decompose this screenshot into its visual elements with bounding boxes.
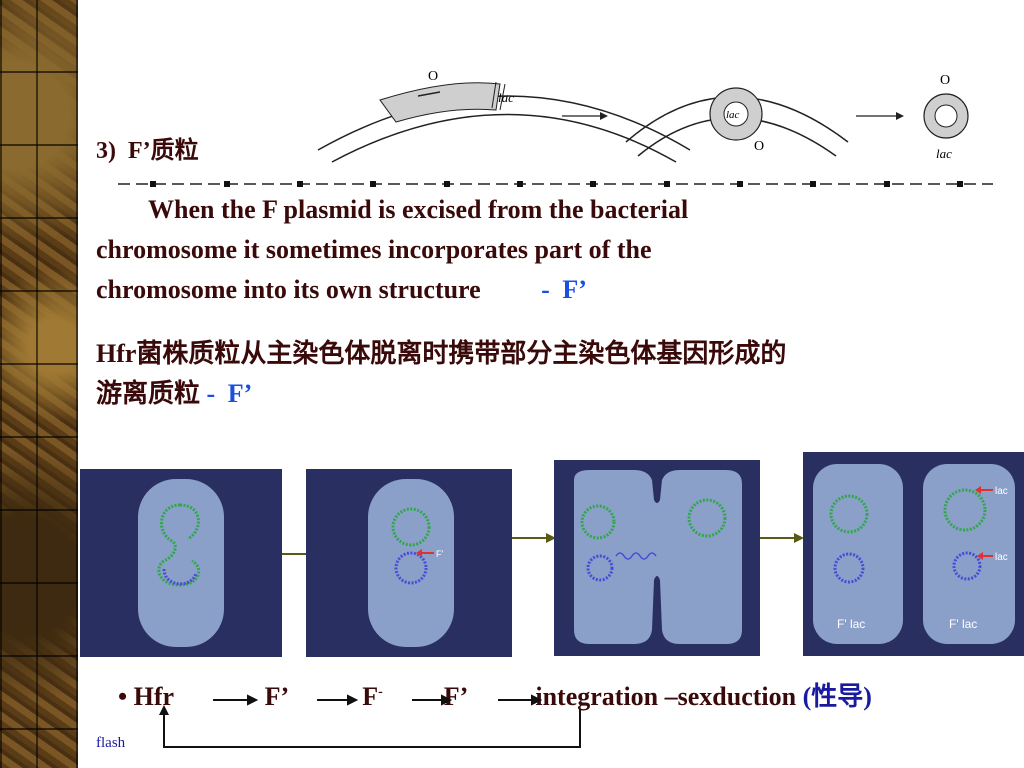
chinese-line-1: Hfr菌株质粒从主染色体脱离时携带部分主染色体基因形成的 — [96, 339, 787, 368]
heading-number: 3) — [96, 138, 116, 164]
cell-caption-1: F' lac — [837, 617, 865, 631]
english-fprime: F’ — [562, 275, 587, 304]
chinese-dash: - — [206, 379, 216, 408]
flash-link[interactable]: flash — [96, 735, 126, 751]
bacterial-cell — [138, 479, 224, 647]
cell-caption-2: F' lac — [949, 617, 977, 631]
arrow-icon — [600, 112, 608, 120]
heading-label: F’质粒 — [128, 138, 199, 164]
arrow-icon — [896, 112, 904, 120]
bullet-hfr: Hfr — [133, 682, 174, 711]
bullet-fminus-sup: - — [378, 684, 383, 700]
sexduction-bullet: • Hfr F’ F- F’ integration –sexduction (… — [118, 676, 872, 713]
chinese-fprime: F’ — [227, 379, 253, 408]
panel-excision-cell: F' — [306, 469, 512, 657]
section-heading: 3) F’质粒 — [96, 130, 199, 165]
diagram-o-label: O — [428, 69, 438, 84]
bullet-xingdao: (性导) — [802, 682, 872, 711]
english-line-1: When the F plasmid is excised from the b… — [148, 195, 689, 224]
arrow-icon — [760, 533, 804, 543]
diagram-lac-label-2: lac — [726, 109, 740, 121]
english-line-3: chromosome into its own structure — [96, 275, 481, 304]
bullet-fprime-1: F’ — [264, 682, 288, 711]
english-paragraph: When the F plasmid is excised from the b… — [96, 190, 996, 310]
fprime-marker: F' — [436, 549, 443, 559]
diagram-lac-label: lac — [498, 90, 514, 105]
sexduction-arrows — [159, 694, 581, 748]
arrow-icon — [417, 91, 441, 97]
lac-marker-1: lac — [995, 486, 1008, 497]
diagram-lac-label-3: lac — [936, 146, 952, 161]
arrow-icon — [512, 533, 556, 543]
bullet-fprime-2: F’ — [443, 682, 467, 711]
diagram-o-label-3: O — [940, 73, 950, 88]
bullet-fminus: F — [362, 682, 379, 711]
chinese-line-2: 游离质粒 — [96, 379, 201, 408]
lac-marker-2: lac — [995, 552, 1008, 563]
panel-conjugation — [554, 460, 760, 656]
excision-diagram: O lac lac O O lac — [317, 69, 969, 163]
divider — [118, 181, 993, 187]
bullet-integration: integration –sexduction — [535, 682, 797, 711]
diagram-o-label-2: O — [754, 139, 764, 154]
bullet-mark: • — [118, 682, 128, 711]
english-line-2: chromosome it sometimes incorporates par… — [96, 235, 652, 264]
panel-two-cells: lac lac F' lac F' lac — [803, 452, 1024, 656]
english-dash: - — [541, 275, 550, 304]
decorative-sidebar — [0, 0, 78, 768]
chinese-paragraph: Hfr菌株质粒从主染色体脱离时携带部分主染色体基因形成的 游离质粒 - F’ — [96, 334, 996, 414]
panel-hfr-cell — [80, 469, 282, 657]
